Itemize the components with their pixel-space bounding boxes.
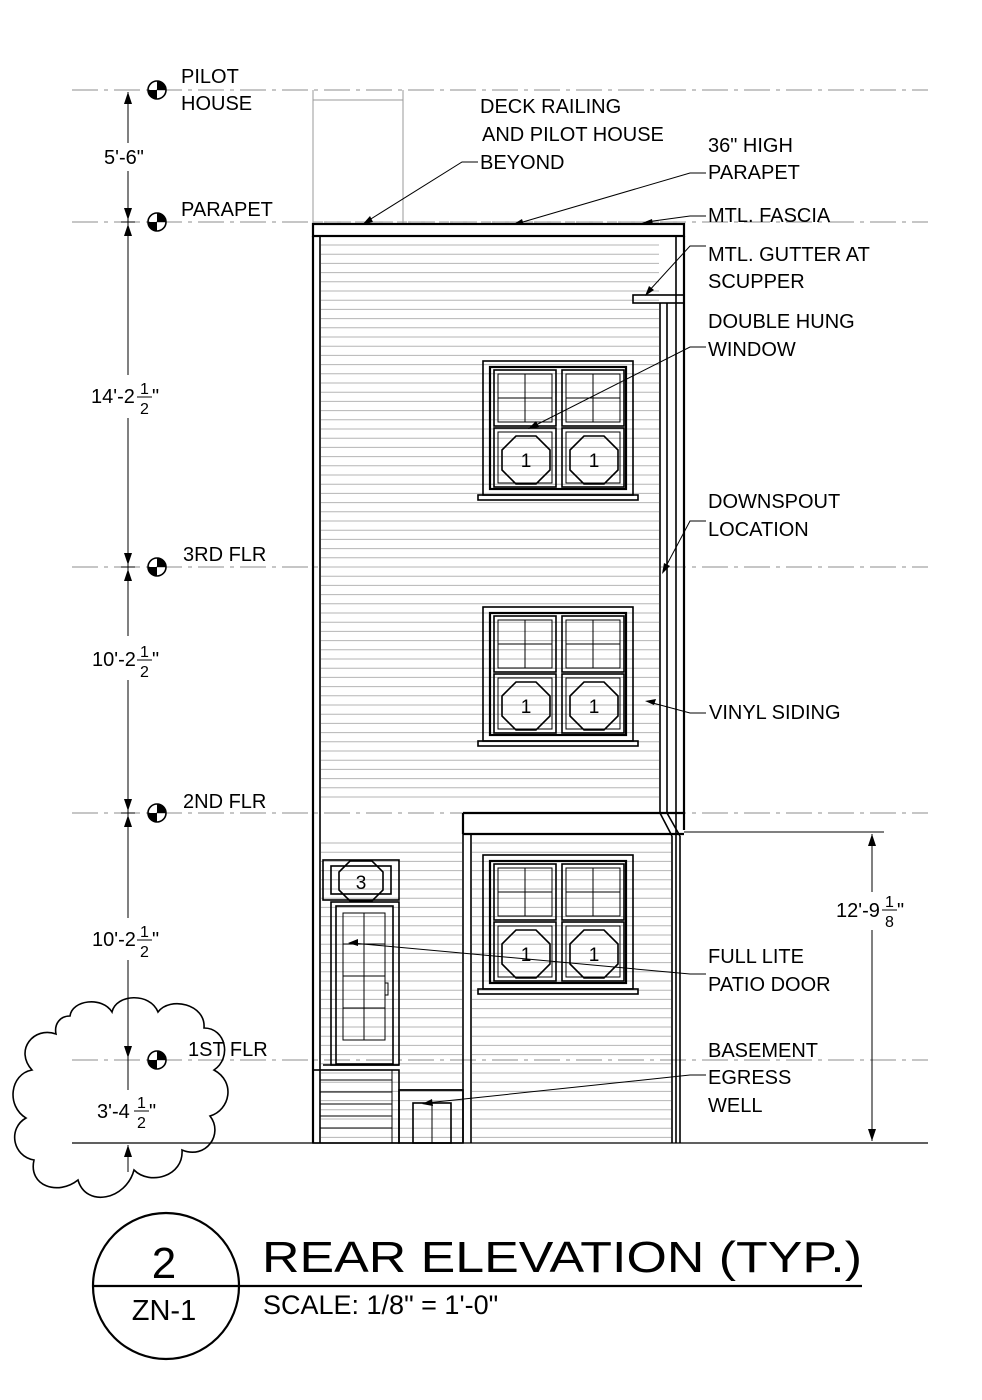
svg-text:2: 2 xyxy=(137,1115,146,1132)
svg-text:": " xyxy=(152,649,159,671)
svg-text:": " xyxy=(152,929,159,951)
level-markers xyxy=(147,80,167,1070)
svg-text:12'-9: 12'-9 xyxy=(836,900,880,922)
vinyl-siding-pattern xyxy=(321,244,671,1138)
callout-gutter-1: MTL. GUTTER AT xyxy=(708,244,870,266)
door-tag: 3 xyxy=(338,860,384,902)
svg-text:1: 1 xyxy=(521,945,532,966)
sheet-number: ZN-1 xyxy=(132,1295,196,1327)
detail-number: 2 xyxy=(152,1239,176,1288)
callout-egress-2: EGRESS xyxy=(708,1067,791,1089)
level-label-3rd-flr: 3RD FLR xyxy=(183,544,266,566)
dim-pilot-to-parapet: 5'-6" xyxy=(104,147,144,169)
drawing-title-block: 2 ZN-1 REAR ELEVATION (TYP.) SCALE: 1/8"… xyxy=(91,1211,862,1361)
first-floor-canopy xyxy=(461,811,684,1143)
svg-text:1: 1 xyxy=(140,644,149,661)
gutter-and-downspout xyxy=(632,294,685,1143)
svg-text:1: 1 xyxy=(521,451,532,472)
svg-text:3'-4: 3'-4 xyxy=(97,1101,130,1123)
dim-2nd-to-1st: 10'-2 1 2 " xyxy=(92,924,159,961)
patio-door xyxy=(322,859,400,1066)
level-label-pilot: PILOT xyxy=(181,66,239,88)
callout-deck-railing-2: AND PILOT HOUSE xyxy=(482,124,664,146)
window-tag: 1 xyxy=(501,929,551,979)
level-marker-pilot-house xyxy=(147,80,167,100)
dim-parapet-to-3rd: 14'-2 1 2 " xyxy=(91,381,159,418)
window-tag: 1 xyxy=(501,681,551,731)
svg-text:8: 8 xyxy=(885,914,894,931)
window-tag: 1 xyxy=(569,681,619,731)
svg-text:": " xyxy=(897,900,904,922)
callout-downspout-2: LOCATION xyxy=(708,519,809,541)
svg-text:1: 1 xyxy=(521,697,532,718)
dim-basement: 3'-4 1 2 " xyxy=(97,1095,156,1132)
callout-patio-door-2: PATIO DOOR xyxy=(708,974,831,996)
svg-text:10'-2: 10'-2 xyxy=(92,649,136,671)
level-label-house: HOUSE xyxy=(181,93,252,115)
drawing-scale: SCALE: 1/8" = 1'-0" xyxy=(263,1290,498,1320)
svg-text:1: 1 xyxy=(140,381,149,398)
level-marker-1st-flr xyxy=(147,1050,167,1070)
basement-egress-well xyxy=(398,1089,464,1144)
vertical-dimension-line xyxy=(121,92,135,1172)
level-marker-2nd-flr xyxy=(147,803,167,823)
exterior-stair xyxy=(312,1069,463,1144)
svg-text:1: 1 xyxy=(885,894,894,911)
callout-egress-1: BASEMENT xyxy=(708,1040,818,1062)
dim-3rd-to-2nd: 10'-2 1 2 " xyxy=(92,644,159,681)
drawing-title: REAR ELEVATION (TYP.) xyxy=(262,1233,862,1282)
window-tag: 1 xyxy=(501,435,551,485)
svg-text:1: 1 xyxy=(140,924,149,941)
svg-text:1: 1 xyxy=(589,451,600,472)
level-label-1st-flr: 1ST FLR xyxy=(188,1039,268,1061)
callout-deck-railing-3: BEYOND xyxy=(480,152,564,174)
svg-text:3: 3 xyxy=(356,873,367,894)
callout-parapet-2: PARAPET xyxy=(708,162,800,184)
callout-gutter-2: SCUPPER xyxy=(708,271,805,293)
callout-vinyl-siding: VINYL SIDING xyxy=(709,702,841,724)
window-tag: 1 xyxy=(569,929,619,979)
svg-text:": " xyxy=(152,386,159,408)
dim-right-overall: 12'-9 1 8 " xyxy=(684,831,904,1141)
svg-text:1: 1 xyxy=(589,697,600,718)
svg-text:1: 1 xyxy=(137,1095,146,1112)
callout-leaders xyxy=(348,161,706,1106)
svg-text:2: 2 xyxy=(140,944,149,961)
svg-text:1: 1 xyxy=(589,945,600,966)
metal-fascia xyxy=(311,222,686,238)
callout-double-hung-1: DOUBLE HUNG xyxy=(708,311,855,333)
callout-parapet-1: 36" HIGH xyxy=(708,135,793,157)
level-label-parapet: PARAPET xyxy=(181,199,273,221)
level-marker-parapet xyxy=(147,212,167,232)
level-label-2nd-flr: 2ND FLR xyxy=(183,791,266,813)
callout-downspout-1: DOWNSPOUT xyxy=(708,491,840,513)
callout-patio-door-1: FULL LITE xyxy=(708,946,804,968)
revision-cloud xyxy=(12,997,229,1198)
level-marker-3rd-flr xyxy=(147,557,167,577)
callout-fascia: MTL. FASCIA xyxy=(708,205,831,227)
svg-text:14'-2: 14'-2 xyxy=(91,386,135,408)
pilot-house-beyond xyxy=(312,90,404,224)
svg-text:2: 2 xyxy=(140,401,149,418)
svg-text:10'-2: 10'-2 xyxy=(92,929,136,951)
svg-text:2: 2 xyxy=(140,664,149,681)
callout-deck-railing-1: DECK RAILING xyxy=(480,96,621,118)
callout-double-hung-2: WINDOW xyxy=(708,339,796,361)
callout-egress-3: WELL xyxy=(708,1095,762,1117)
svg-text:": " xyxy=(149,1101,156,1123)
window-tag: 1 xyxy=(569,435,619,485)
